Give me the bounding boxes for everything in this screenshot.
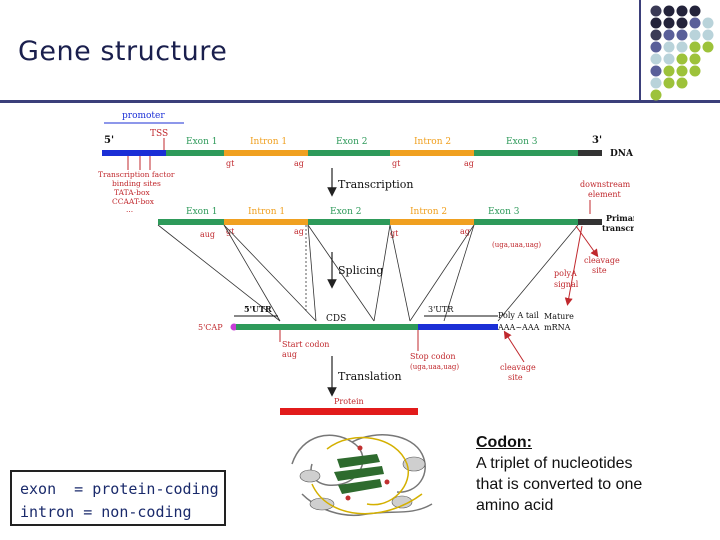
pt-ag-2: ag <box>460 227 470 236</box>
pt-exon3-label: Exon 3 <box>488 207 520 217</box>
primary-line1: Primary <box>606 213 634 223</box>
dna-gt-2: gt <box>392 159 401 168</box>
downstream-line2: element <box>588 190 622 199</box>
dot-row-3 <box>650 29 714 41</box>
dot-row-7 <box>650 77 688 89</box>
header-rule <box>0 100 720 103</box>
dna-exon3-segment <box>474 150 578 156</box>
mrna-cleavage-line1: cleavage <box>500 363 536 372</box>
tf-line3: TATA-box <box>114 188 150 197</box>
slide-title: Gene structure <box>18 36 228 67</box>
codon-definition: Codon: A triplet of nucleotides that is … <box>476 432 712 516</box>
mrna-stop-codons: (uga,uaa,uag) <box>410 363 459 371</box>
pt-aug: aug <box>200 230 215 239</box>
pt-intron2-segment <box>390 219 474 225</box>
mature-line1: Mature <box>544 312 574 321</box>
pt-stop-codons: (uga,uaa,uag) <box>492 241 541 249</box>
utr3-label: 3'UTR <box>428 305 454 314</box>
dna-downstream-segment <box>578 150 602 156</box>
tf-line1: Transcription factor <box>98 170 175 179</box>
cds-label: CDS <box>326 314 346 324</box>
dna-intron1-label: Intron 1 <box>250 137 287 147</box>
protein-bar <box>280 408 418 415</box>
start-codon-line1: Start codon <box>282 340 329 349</box>
pt-intron1-segment <box>224 219 308 225</box>
pt-gt-2: gt <box>390 229 399 238</box>
promoter-label: promoter <box>122 111 165 121</box>
decorative-dot-grid <box>650 5 714 101</box>
utr5-label: 5'UTR <box>244 304 272 314</box>
cleavage-line1: cleavage <box>584 256 620 265</box>
pt-exon3-segment <box>474 219 578 225</box>
polya-signal-line2: signal <box>554 280 579 289</box>
dna-ag-2: ag <box>464 159 474 168</box>
stop-codon-label: Stop codon <box>410 352 456 361</box>
dna-intron1-segment <box>224 150 308 156</box>
dna-promoter-segment <box>102 150 166 156</box>
dna-exon1-segment <box>166 150 224 156</box>
mature-line2: mRNA <box>544 323 571 332</box>
pt-exon2-label: Exon 2 <box>330 207 361 217</box>
mrna-cleavage-line2: site <box>508 373 523 382</box>
exon-intron-note: exon = protein-coding intron = non-codin… <box>10 470 226 526</box>
downstream-line1: downstream <box>580 180 631 189</box>
pt-downstream-segment <box>578 219 602 225</box>
dna-label: DNA <box>610 149 634 159</box>
pt-exon1-label: Exon 1 <box>186 207 217 217</box>
cap-label: 5'CAP <box>198 323 223 332</box>
polya-signal-line1: polyA <box>554 269 577 278</box>
pt-ag-1: ag <box>294 227 304 236</box>
polya-tail-label: Poly A tail <box>498 311 539 320</box>
dna-intron2-label: Intron 2 <box>414 137 451 147</box>
mrna-cds-segment <box>280 324 418 330</box>
tf-line2: binding sites <box>112 179 161 188</box>
cap-marker <box>230 323 238 331</box>
dot-row-1 <box>650 5 701 17</box>
dot-row-2 <box>650 17 714 29</box>
cleavage-line2: site <box>592 266 607 275</box>
dna-three-prime: 3' <box>592 135 602 146</box>
tf-line5: ... <box>126 205 133 214</box>
mrna-utr3-segment <box>418 324 498 330</box>
note-intron-line: intron = non-coding <box>20 503 192 521</box>
translation-label: Translation <box>338 370 402 383</box>
dot-row-8 <box>650 89 662 101</box>
dna-five-prime: 5' <box>104 135 114 146</box>
dna-gt-1: gt <box>226 159 235 168</box>
dot-row-5 <box>650 53 701 65</box>
start-codon-line2: aug <box>282 350 297 359</box>
dot-row-6 <box>650 65 701 77</box>
splicing-projection-lines <box>157 224 579 322</box>
tss-label: TSS <box>150 129 168 139</box>
codon-heading: Codon: <box>476 434 532 451</box>
tf-line4: CCAAT-box <box>112 197 155 206</box>
dna-exon2-segment <box>308 150 390 156</box>
gene-structure-diagram: promoter 5' TSS Exon 1 Intron 1 Exon 2 I… <box>98 111 634 415</box>
codon-line3: amino acid <box>476 497 554 514</box>
codon-line2: that is converted to one <box>476 476 643 493</box>
dot-row-4 <box>650 41 714 53</box>
note-exon-line: exon = protein-coding <box>20 480 219 498</box>
dna-intron2-segment <box>390 150 474 156</box>
pt-intron2-label: Intron 2 <box>410 207 447 217</box>
codon-line1: A triplet of nucleotides <box>476 455 633 472</box>
header-vertical-line <box>639 0 641 100</box>
dna-exon3-label: Exon 3 <box>506 137 538 147</box>
pt-intron1-label: Intron 1 <box>248 207 285 217</box>
protein-label: Protein <box>334 397 364 406</box>
splicing-label: Splicing <box>338 264 383 277</box>
pt-exon2-segment <box>308 219 390 225</box>
primary-line2: transcript <box>602 223 634 233</box>
dna-exon2-label: Exon 2 <box>336 137 367 147</box>
protein-structure-image <box>291 434 433 516</box>
dna-ag-1: ag <box>294 159 304 168</box>
polya-sequence: AAA~AAA <box>497 323 540 332</box>
dna-exon1-label: Exon 1 <box>186 137 217 147</box>
pt-exon1-segment <box>158 219 224 225</box>
mrna-utr5-segment <box>236 324 280 330</box>
transcription-label: Transcription <box>338 178 414 191</box>
